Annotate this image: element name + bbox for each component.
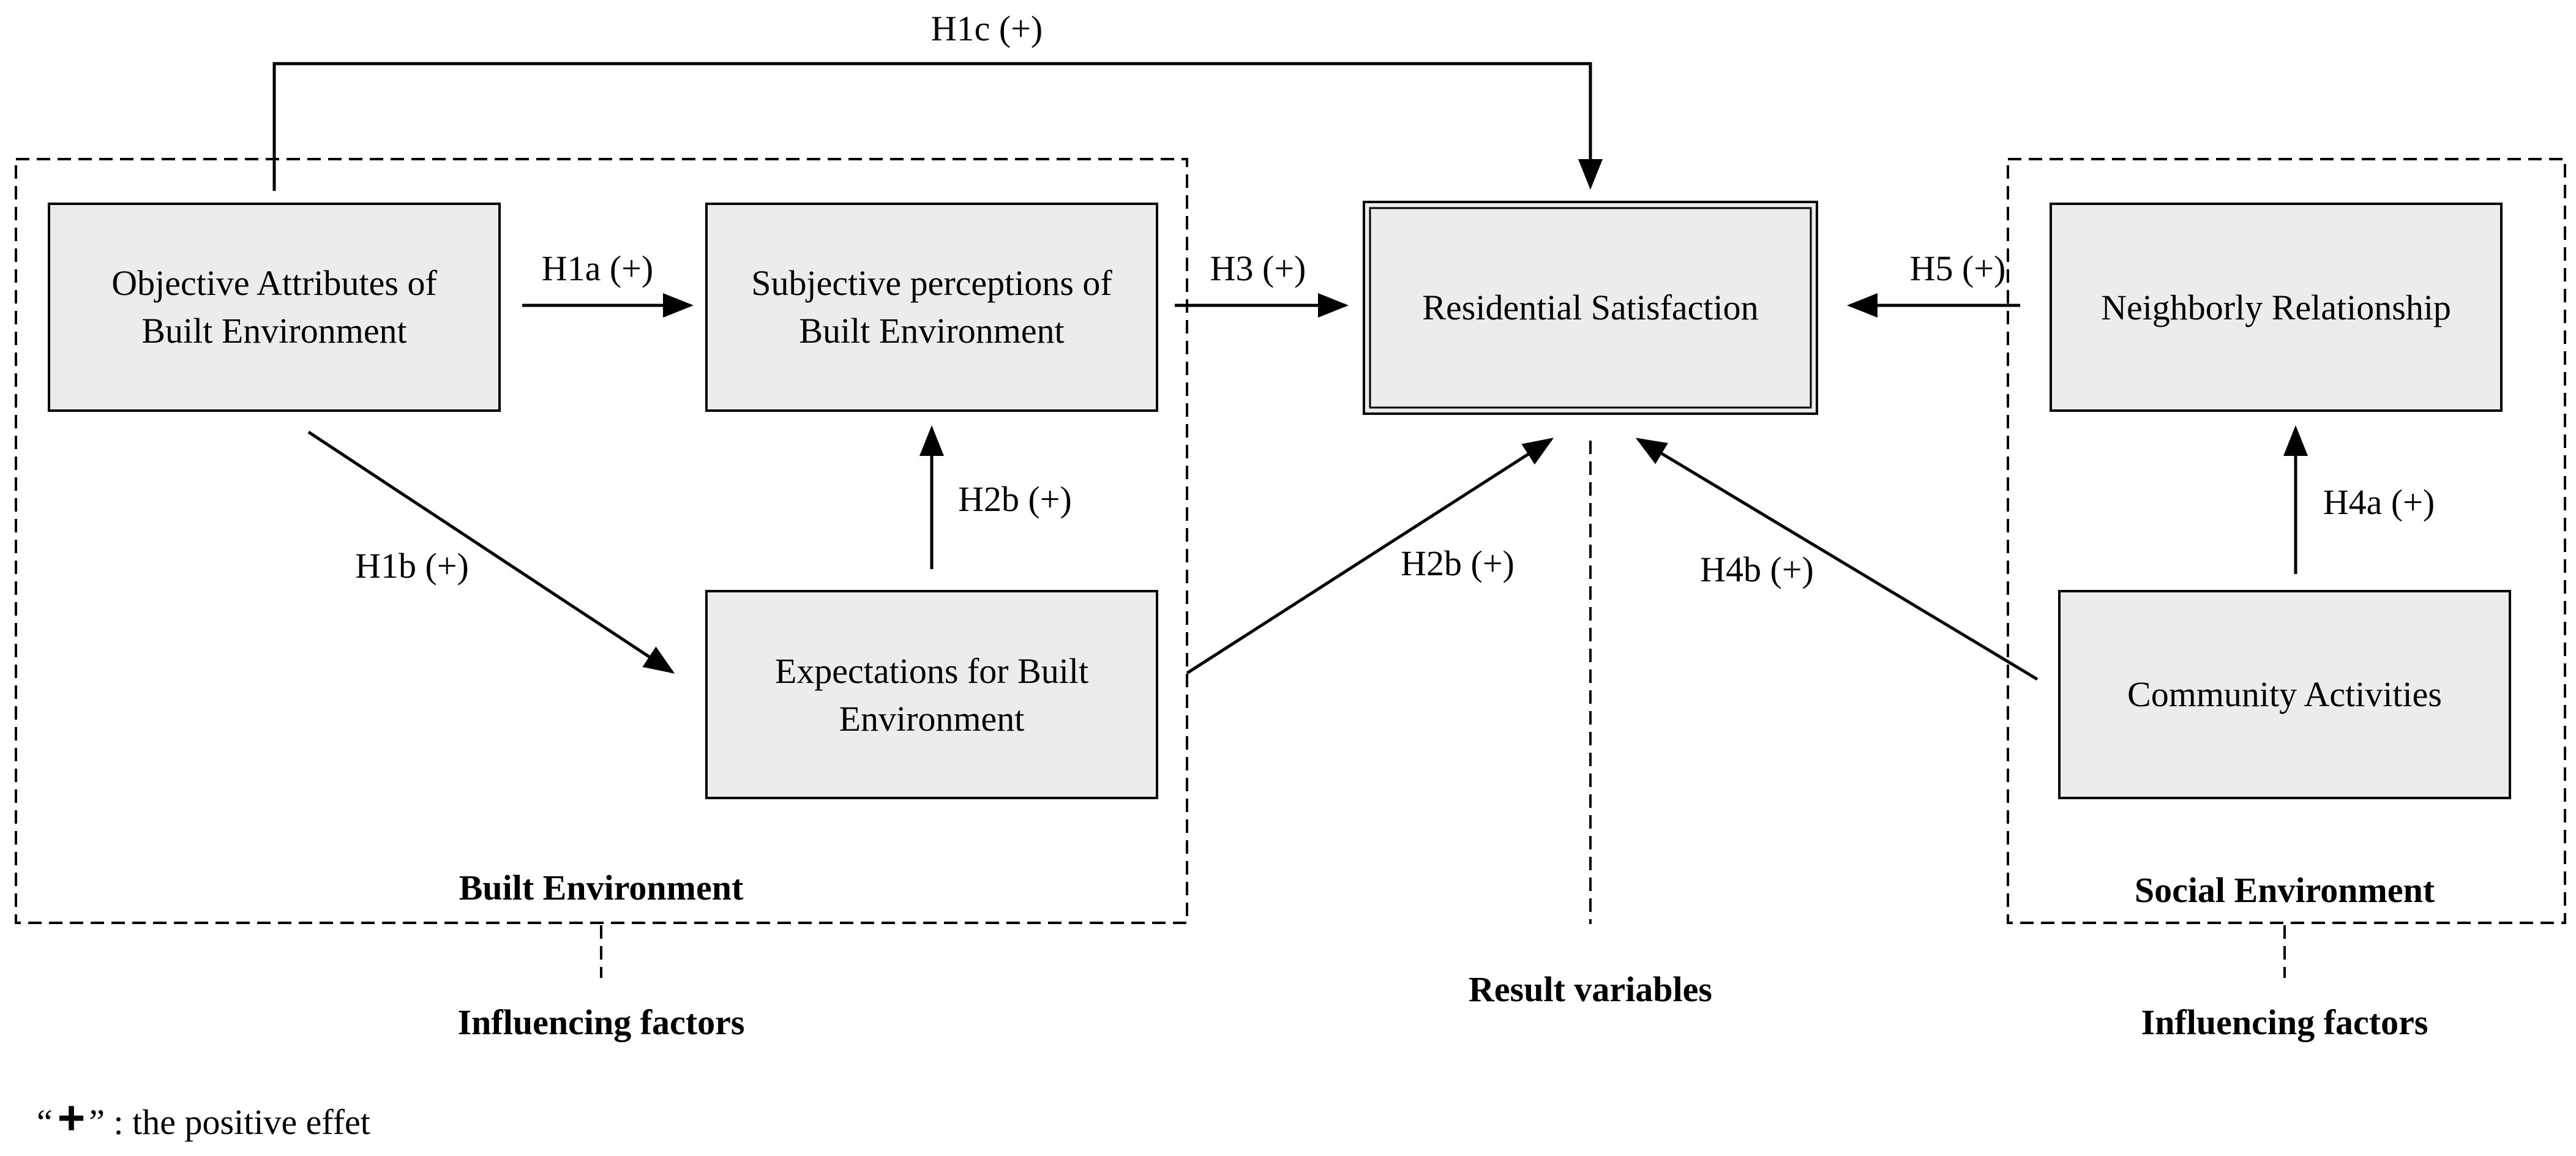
edge-h2b-diagonal — [1186, 438, 1554, 675]
section-label-left: Influencing factors — [458, 1002, 745, 1042]
group-title-social-environment: Social Environment — [2135, 870, 2435, 910]
edge-h1c — [272, 62, 1603, 191]
legend-plus-sign: + — [58, 1091, 86, 1144]
node-neighborly-relationship: Neighborly Relationship — [2050, 203, 2503, 412]
node-neighborly-relationship-label: Neighborly Relationship — [2101, 288, 2451, 327]
node-subjective-perceptions-line-2: Built Environment — [799, 311, 1064, 351]
node-residential-satisfaction-label: Residential Satisfaction — [1422, 288, 1758, 327]
node-subjective-perceptions: Subjective perceptions of Built Environm… — [705, 203, 1158, 412]
edge-label-h1c: H1c (+) — [931, 9, 1043, 48]
edge-label-h5: H5 (+) — [1910, 248, 2006, 288]
edge-label-h2b-diagonal: H2b (+) — [1401, 543, 1515, 583]
section-label-center: Result variables — [1469, 969, 1712, 1009]
node-subjective-perceptions-line-1: Subjective perceptions of — [751, 263, 1112, 303]
svg-text:“+” : the positive effet: “+” : the positive effet — [37, 1091, 370, 1144]
section-label-right: Influencing factors — [2141, 1002, 2428, 1042]
node-expectations-line-1: Expectations for Built — [775, 651, 1088, 691]
edge-label-h3: H3 (+) — [1210, 248, 1306, 288]
legend-note: “+” : the positive effet — [37, 1091, 370, 1144]
node-objective-attributes-line-2: Built Environment — [141, 311, 406, 351]
node-community-activities: Community Activities — [2058, 590, 2511, 799]
node-community-activities-label: Community Activities — [2127, 674, 2442, 714]
edge-label-h4b: H4b (+) — [1700, 550, 1814, 589]
social-environment-group — [2007, 158, 2566, 924]
legend-open-quote: “ — [37, 1102, 53, 1142]
node-objective-attributes: Objective Attributes of Built Environmen… — [48, 203, 501, 412]
edge-label-h1b: H1b (+) — [355, 546, 469, 586]
node-expectations-line-2: Environment — [839, 699, 1025, 739]
edge-label-h4a: H4a (+) — [2323, 482, 2435, 522]
node-residential-satisfaction: Residential Satisfaction — [1363, 201, 1818, 415]
node-expectations: Expectations for Built Environment — [705, 590, 1158, 799]
legend-description: ” : the positive effet — [89, 1102, 370, 1142]
edge-h1b — [307, 430, 675, 674]
node-objective-attributes-line-1: Objective Attributes of — [111, 263, 437, 303]
edge-label-h1a: H1a (+) — [542, 248, 653, 288]
edge-h4b — [1635, 438, 2039, 681]
group-title-built-environment: Built Environment — [459, 868, 744, 908]
edge-label-h2b-vertical: H2b (+) — [958, 479, 1072, 519]
built-environment-group — [15, 158, 1188, 924]
